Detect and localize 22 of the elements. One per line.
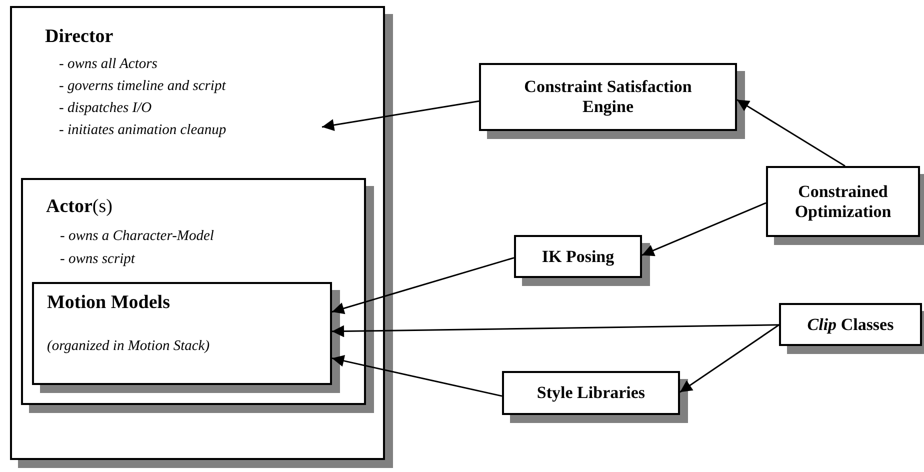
arrow: [332, 257, 514, 314]
list-item: - governs timeline and script: [59, 78, 226, 95]
note: (organized in Motion Stack): [47, 338, 210, 355]
box-label: Constrained Optimization: [794, 182, 892, 222]
list-item: - dispatches I/O: [59, 100, 152, 117]
list-item: - owns script: [60, 251, 135, 268]
list-item: - owns all Actors: [59, 56, 158, 73]
arrow: [332, 354, 502, 397]
heading: Actor(s): [46, 196, 112, 218]
box-label: Clip Classes: [806, 314, 895, 334]
heading: Director: [45, 26, 114, 48]
arrow: [322, 100, 480, 131]
arrow: [736, 99, 846, 167]
box-label: IK Posing: [540, 246, 616, 266]
list-item: - initiates animation cleanup: [59, 122, 226, 139]
box-label: Style Libraries: [536, 383, 646, 403]
arrow: [332, 324, 780, 338]
list-item: - owns a Character-Model: [60, 228, 214, 245]
arrow: [680, 324, 780, 393]
box-label: Constraint Satisfaction Engine: [523, 77, 693, 117]
arrow: [642, 202, 766, 256]
heading: Motion Models: [47, 292, 170, 314]
